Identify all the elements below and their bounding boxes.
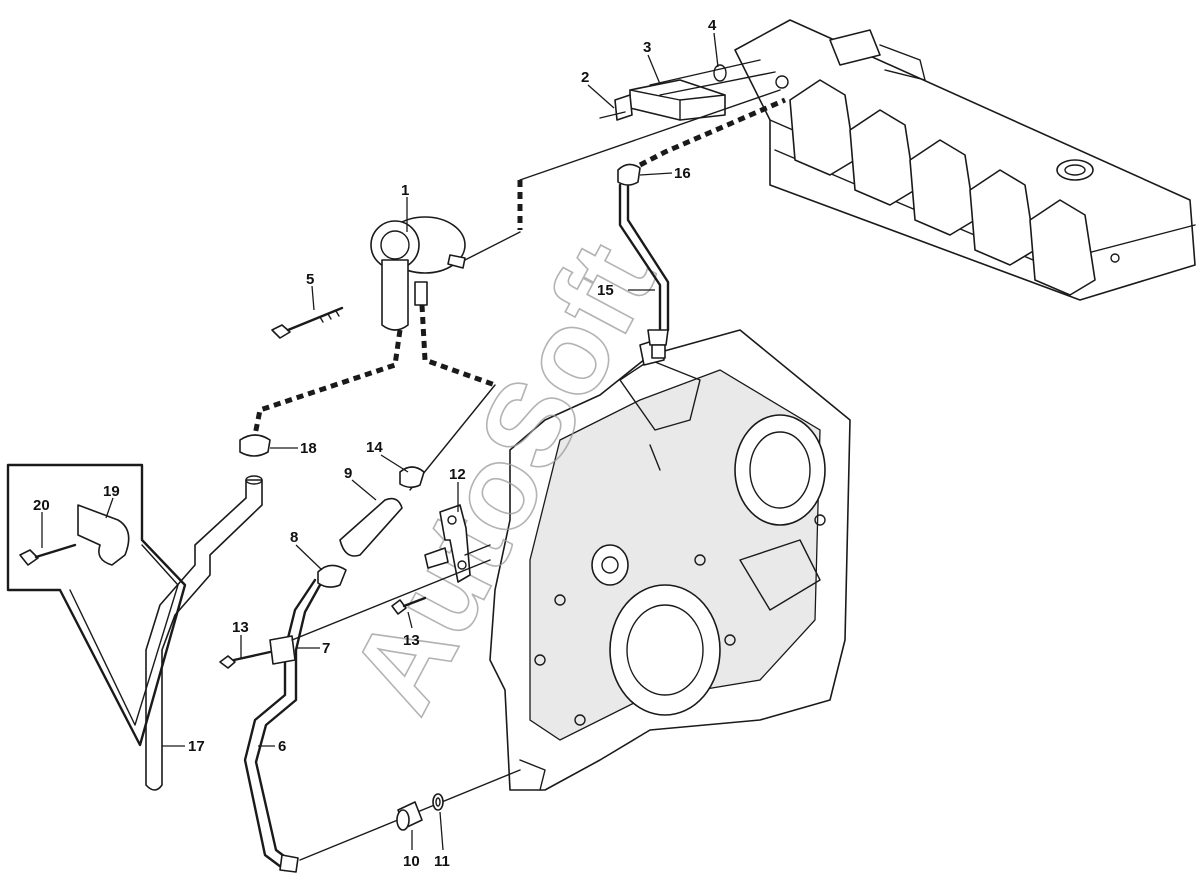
callout-19: 19 bbox=[103, 483, 120, 500]
plug-10 bbox=[396, 801, 423, 831]
pipe-15 bbox=[617, 163, 670, 359]
pipe-17 bbox=[145, 434, 271, 791]
callout-2: 2 bbox=[581, 69, 589, 86]
callout-13-right: 13 bbox=[403, 632, 420, 649]
bolt-5 bbox=[271, 306, 344, 339]
callout-12: 12 bbox=[449, 466, 466, 483]
valve-cover bbox=[734, 19, 1196, 301]
oil-separator bbox=[370, 216, 466, 331]
callout-4: 4 bbox=[708, 17, 717, 34]
inset-detail bbox=[6, 463, 187, 747]
timing-case bbox=[489, 329, 851, 791]
callout-17: 17 bbox=[188, 738, 205, 755]
callout-11: 11 bbox=[434, 853, 450, 870]
pipe-6 bbox=[243, 559, 521, 873]
bolt-13-right bbox=[391, 596, 427, 615]
callout-18: 18 bbox=[300, 440, 317, 457]
seal-11 bbox=[432, 793, 444, 811]
bolt-13-left bbox=[219, 650, 272, 669]
bracket-12 bbox=[424, 504, 491, 583]
callout-7: 7 bbox=[322, 640, 330, 657]
route-dash-a bbox=[252, 329, 403, 436]
hose-9 bbox=[317, 466, 425, 588]
route-dash-d bbox=[638, 97, 786, 168]
callout-5: 5 bbox=[306, 271, 314, 288]
route-line-a bbox=[464, 89, 781, 261]
callout-3: 3 bbox=[643, 39, 651, 56]
leader-lines bbox=[41, 32, 719, 851]
route-dash-b bbox=[419, 304, 496, 388]
callout-13-left: 13 bbox=[232, 619, 249, 636]
callout-14: 14 bbox=[366, 439, 383, 456]
callout-15: 15 bbox=[597, 282, 614, 299]
callout-10: 10 bbox=[403, 853, 420, 870]
sensor-bracket bbox=[599, 59, 776, 121]
callout-9: 9 bbox=[344, 465, 352, 482]
callout-20: 20 bbox=[33, 497, 50, 514]
callout-16: 16 bbox=[674, 165, 691, 182]
callout-1: 1 bbox=[401, 182, 409, 199]
callout-8: 8 bbox=[290, 529, 298, 546]
callout-6: 6 bbox=[278, 738, 286, 755]
